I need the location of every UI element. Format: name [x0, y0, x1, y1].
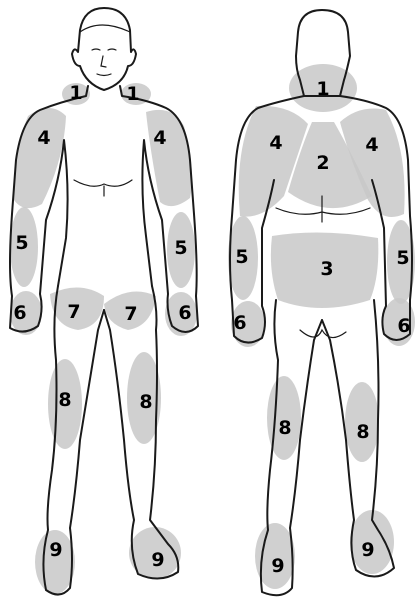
back-label-5-right: 5: [396, 247, 409, 269]
front-figure: 1 1 4 4 5 5 6 6 7 7 8 8 9 9: [10, 8, 198, 595]
front-regions: [10, 83, 197, 594]
front-label-7-left: 7: [67, 301, 80, 323]
back-label-4-right: 4: [365, 134, 378, 156]
front-label-9-left: 9: [49, 539, 62, 561]
front-label-1-left: 1: [69, 82, 82, 104]
back-label-4-left: 4: [269, 132, 282, 154]
back-label-3: 3: [320, 258, 333, 280]
front-label-5-left: 5: [15, 232, 28, 254]
back-label-9-right: 9: [361, 539, 374, 561]
front-label-4-left: 4: [37, 127, 50, 149]
back-figure: 1 2 3 4 4 5 5 6 6 8 8 9 9: [228, 10, 415, 595]
front-label-4-right: 4: [153, 127, 166, 149]
back-label-8-right: 8: [356, 421, 369, 443]
back-label-6-right: 6: [397, 315, 410, 337]
front-label-8-left: 8: [58, 389, 71, 411]
back-label-6-left: 6: [233, 312, 246, 334]
back-regions: [228, 64, 415, 589]
front-region-4-left[interactable]: [14, 108, 66, 208]
back-label-5-left: 5: [235, 246, 248, 268]
back-label-9-left: 9: [271, 555, 284, 577]
back-label-2: 2: [316, 152, 329, 174]
front-label-6-left: 6: [13, 302, 26, 324]
front-label-8-right: 8: [139, 391, 152, 413]
front-label-7-right: 7: [124, 303, 137, 325]
front-label-9-right: 9: [151, 549, 164, 571]
back-label-1: 1: [316, 78, 329, 100]
front-label-6-right: 6: [178, 302, 191, 324]
front-label-1-right: 1: [126, 83, 139, 105]
back-label-8-left: 8: [278, 417, 291, 439]
front-label-5-right: 5: [174, 237, 187, 259]
